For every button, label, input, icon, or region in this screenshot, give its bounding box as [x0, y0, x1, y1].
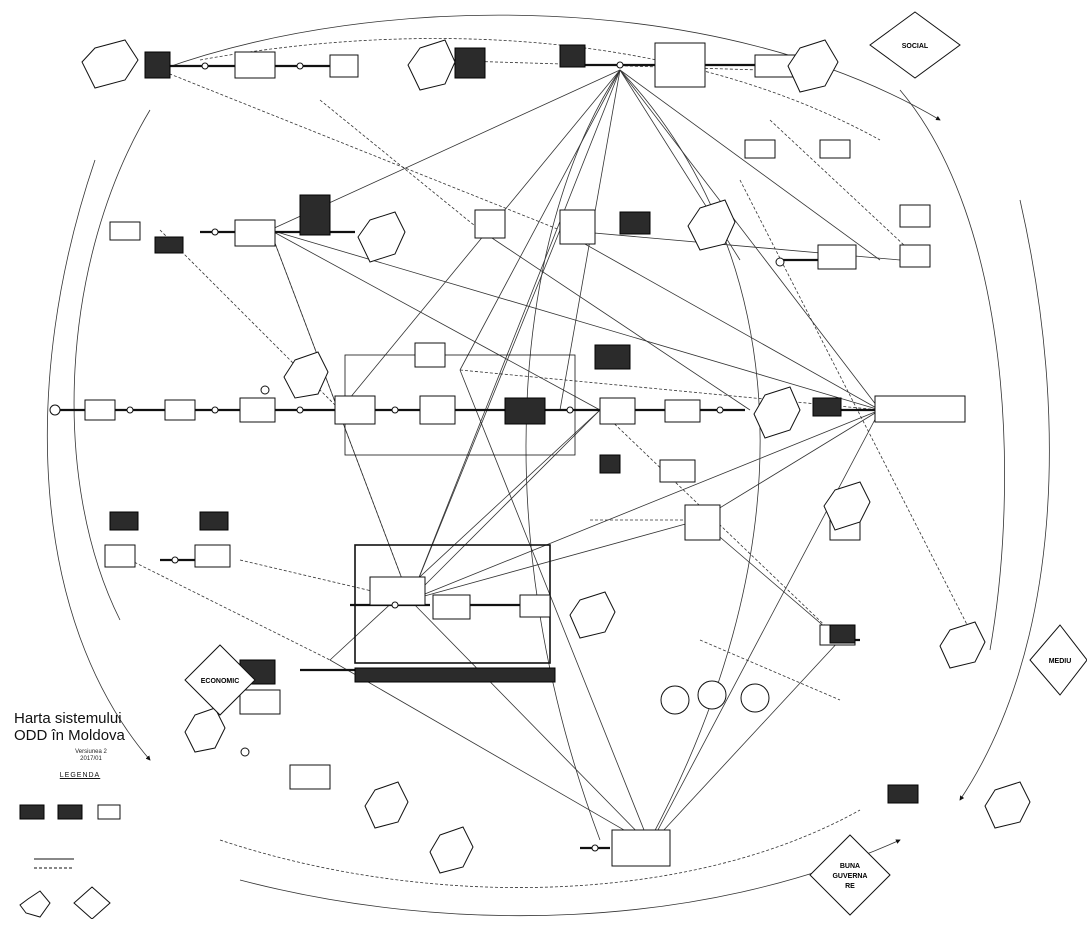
- legend-hexagon: [19, 890, 51, 918]
- dark-box: [144, 51, 171, 79]
- dark-box: [109, 511, 139, 531]
- stock-box: [599, 397, 636, 425]
- stock-box: [334, 395, 376, 425]
- legend-dark-box: [57, 804, 83, 820]
- dark-box: [887, 784, 919, 804]
- stock-box: [659, 459, 696, 483]
- map-version-text: Versiunea 2: [75, 749, 107, 755]
- feedback-arcs: [46, 14, 1050, 917]
- stock-box: [239, 689, 281, 715]
- stock-box: [432, 594, 471, 620]
- sector-social-diamond: [869, 11, 961, 79]
- stock-box: [474, 209, 506, 239]
- sector-economic-diamond: [184, 644, 256, 716]
- map-version: Versiunea 2 2017/01: [36, 749, 146, 763]
- stock-box: [419, 395, 456, 425]
- stock-box: [194, 544, 231, 568]
- stock-box: [164, 399, 196, 421]
- stock-box: [559, 209, 596, 245]
- stock-box: [414, 342, 446, 368]
- map-title-line-1: Harta sistemului: [14, 710, 122, 727]
- dark-box: [504, 397, 546, 425]
- legend-heading: LEGENDA: [59, 772, 101, 779]
- stock-box: [234, 219, 276, 247]
- dark-box: [594, 344, 631, 370]
- stock-box: [239, 397, 276, 423]
- stock-box: [369, 576, 426, 606]
- odd-target-boxes: [109, 44, 919, 804]
- map-title: Harta sistemului ODD în Moldova: [14, 710, 184, 744]
- sector-social-label: SOCIAL: [902, 43, 929, 50]
- stock-box: [664, 399, 701, 423]
- stock-box: [819, 139, 851, 159]
- stock-box: [899, 204, 931, 228]
- sector-economic-label: ECONOMIC: [201, 678, 240, 685]
- stock-box: [611, 829, 671, 867]
- sector-mediu-diamond: [1029, 624, 1087, 696]
- dark-bar: [354, 667, 556, 683]
- stock-box: [874, 395, 966, 423]
- dark-box: [154, 236, 184, 254]
- dark-box: [599, 454, 621, 474]
- sector-guvernare-label-1: BUNA: [840, 863, 860, 870]
- map-title-line-2: ODD în Moldova: [14, 727, 125, 744]
- dark-box: [299, 194, 331, 236]
- sector-diamonds: [184, 11, 1087, 916]
- dark-box: [454, 47, 486, 79]
- stock-box: [519, 594, 551, 618]
- dark-box: [559, 44, 586, 68]
- stocks: [84, 42, 966, 867]
- sector-guvernare-label-3: RE: [845, 883, 855, 890]
- connection-lines: [129, 59, 981, 846]
- legend-symbols: [19, 804, 121, 920]
- flow-valves: [49, 61, 785, 852]
- stock-box: [684, 504, 721, 541]
- dark-box: [619, 211, 651, 235]
- sector-mediu-label: MEDIU: [1049, 658, 1072, 665]
- stock-box: [104, 544, 136, 568]
- dark-box: [829, 624, 856, 644]
- sector-guvernare-label-2: GUVERNA: [832, 873, 867, 880]
- dark-box: [199, 511, 229, 531]
- legend: LEGENDA: [14, 772, 134, 924]
- legend-stock-box: [97, 804, 121, 820]
- stock-box: [329, 54, 359, 78]
- stock-box: [84, 399, 116, 421]
- dark-box: [812, 397, 842, 417]
- legend-dark-box: [19, 804, 45, 820]
- stock-box: [109, 221, 141, 241]
- stock-box: [234, 51, 276, 79]
- sector-guvernare-diamond: [809, 834, 891, 916]
- driver-hexagons: [81, 39, 1031, 874]
- legend-diamond: [73, 886, 111, 920]
- loop-circles: [660, 680, 770, 715]
- stock-box: [817, 244, 857, 270]
- map-version-date: 2017/01: [80, 756, 102, 762]
- stock-box: [899, 244, 931, 268]
- stock-box: [744, 139, 776, 159]
- stock-box: [654, 42, 706, 88]
- stock-box: [289, 764, 331, 790]
